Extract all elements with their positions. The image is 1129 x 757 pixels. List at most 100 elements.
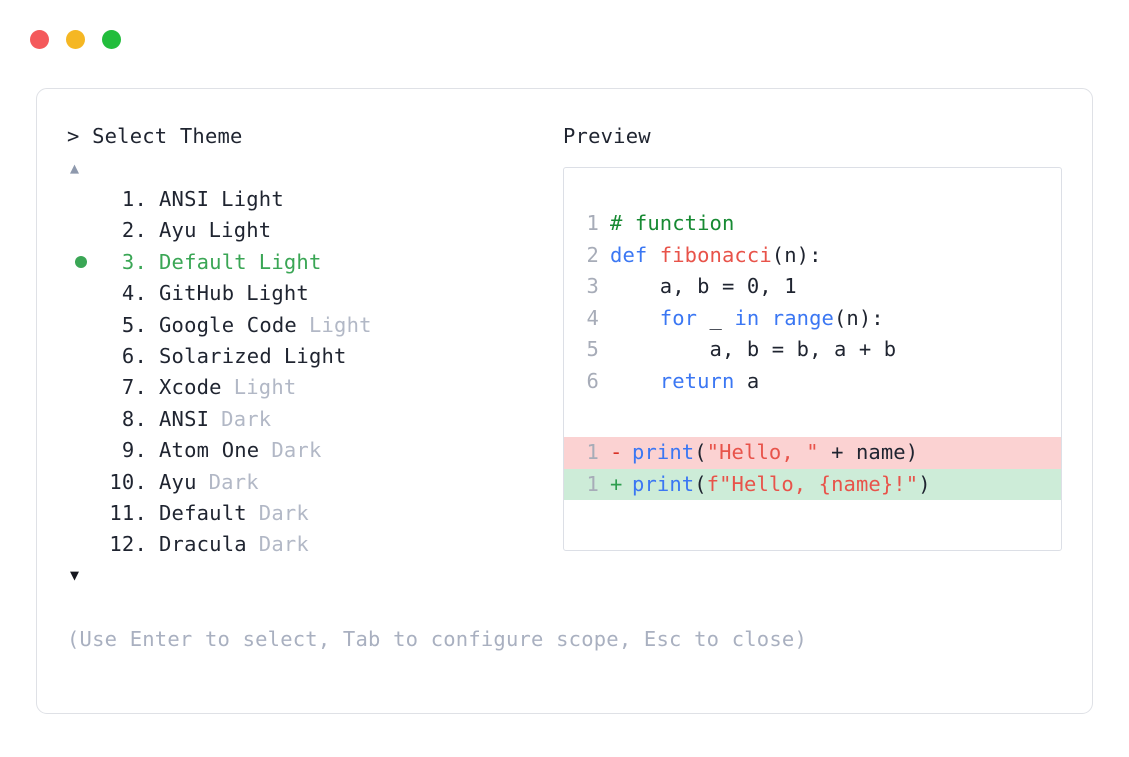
code-token: in [734,305,772,330]
scroll-down-arrow-icon[interactable]: ▼ [70,565,80,584]
theme-item-name: ANSI [159,187,210,211]
code-token: (n): [771,242,822,267]
theme-item-name: Ayu [159,469,197,494]
theme-item-index: 3. [109,249,147,274]
line-number: 3 [586,274,599,298]
code-token: def [610,242,660,267]
theme-item-index: 7. [109,375,147,400]
selection-bullet-slot [67,256,95,269]
line-number: 4 [586,305,599,330]
theme-item-name: Ayu [159,218,197,243]
code-text: print("Hello, " + name) [632,437,918,469]
theme-list-item[interactable]: 4. GitHub Light [67,278,537,309]
theme-item-variant: Light [233,375,297,400]
select-theme-prompt: > Select Theme [67,124,243,148]
code-line: 1# function [564,208,1061,240]
code-token: "Hello, " [706,440,819,464]
theme-item-index: 4. [109,281,147,306]
theme-item-variant: Light [258,249,322,274]
code-text: print(f"Hello, {name}!") [632,469,931,501]
theme-list-item[interactable]: 6. Solarized Light [67,341,537,372]
theme-item-name: Default [159,249,247,274]
code-text: for _ in range(n): [610,303,884,335]
code-token: (n): [833,305,884,330]
theme-item-index: 9. [109,438,147,463]
line-number: 1 [586,471,599,496]
theme-item-index: 12. [109,532,147,557]
code-token: a, b = 0, 1 [610,274,797,298]
minimize-dot-icon[interactable] [66,29,85,49]
diff-marker: - [610,440,623,464]
diff-code-line: 1 + print(f"Hello, {name}!") [564,468,1061,501]
code-token: ( [694,440,707,464]
theme-item-name: Atom One [159,438,260,463]
close-dot-icon[interactable] [30,29,49,49]
line-number: 2 [586,242,599,267]
theme-list-item[interactable]: 1. ANSI Light [67,184,537,215]
diff-code-line: 1-print("Hello, " + name) [564,437,1061,469]
theme-item-name: Xcode [159,375,222,400]
code-token: return [659,368,735,393]
theme-item-index: 5. [109,312,147,337]
code-token: # function [610,211,735,235]
theme-item-index: 11. [109,500,147,525]
line-number: 1 [586,440,599,464]
theme-item-name: Solarized [159,343,272,368]
theme-list-item[interactable]: 2. Ayu Light [67,215,537,246]
code-token [610,369,660,393]
theme-item-index: 6. [109,343,147,368]
code-token: a [734,368,760,393]
diff-marker: + [610,471,623,496]
code-line: 5 a, b = b, a + b [564,334,1061,366]
line-number: 6 [586,368,599,393]
code-text: a, b = 0, 1 [610,271,797,303]
theme-item-variant: Light [208,218,272,243]
theme-item-name: ANSI [159,406,210,431]
code-token: ( [694,471,707,496]
code-token: range [771,305,834,330]
theme-list-item[interactable]: 7. Xcode Light [67,372,537,403]
code-text: a, b = b, a + b [610,334,897,366]
code-text: def fibonacci(n): [610,240,822,272]
code-text: return a [610,366,759,398]
theme-item-variant: Light [221,187,284,211]
theme-item-variant: Light [308,312,372,337]
code-token: a, b = b, a + b [610,337,897,361]
code-token: _ [697,305,735,330]
code-token: ) [918,471,931,496]
scroll-up-arrow-icon[interactable]: ▲ [70,159,80,177]
code-line: 4 for _ in range(n): [564,303,1061,335]
code-token: print [632,440,695,464]
traffic-light-buttons [30,29,121,49]
theme-item-index: 10. [109,469,147,494]
code-token: + name) [818,440,919,464]
theme-item-variant: Dark [221,406,272,431]
keyboard-hint-text: (Use Enter to select, Tab to configure s… [67,626,807,651]
theme-item-variant: Light [283,343,347,368]
theme-item-name: GitHub [159,281,235,306]
code-token: f"Hello, {name}!" [706,471,919,496]
code-text: # function [610,208,734,240]
diff-block: 1-print("Hello, " + name)1+print(f"Hello… [564,437,1061,500]
maximize-dot-icon[interactable] [102,29,121,49]
theme-item-index: 1. [109,187,147,211]
theme-list-item[interactable]: 5. Google Code Light [67,310,537,341]
theme-item-name: Default [159,500,247,525]
theme-item-name: Google Code [159,312,297,337]
theme-item-variant: Light [246,281,309,306]
theme-item-index: 2. [109,218,147,243]
theme-list-item[interactable]: 3. Default Light [67,247,537,278]
